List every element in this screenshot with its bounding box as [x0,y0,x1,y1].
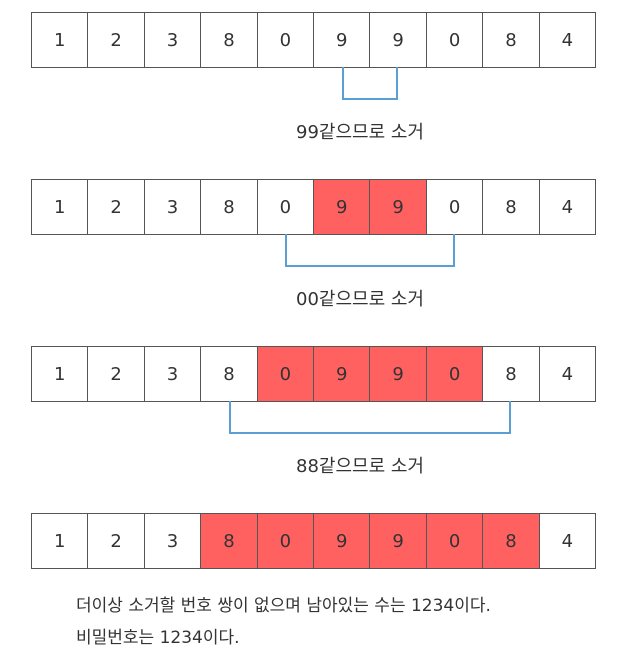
digit-cell: 0 [426,514,484,568]
pair-bracket [285,234,455,267]
digit-cell: 9 [370,347,427,401]
digit-cell: 0 [427,13,484,67]
step-caption: 99같으므로 소거 [296,122,424,143]
conclusion-line-1: 더이상 소거할 번호 쌍이 없으며 남아있는 수는 1234이다. [76,596,491,616]
digit-cell: 9 [370,514,427,568]
digit-cell: 1 [32,347,89,401]
digit-cell: 4 [540,180,597,234]
digit-cell: 0 [257,347,315,401]
digit-cell: 8 [483,514,540,568]
conclusion-line-2: 비밀번호는 1234이다. [76,628,240,648]
digit-cell: 2 [88,13,145,67]
digit-cell: 2 [88,180,145,234]
digit-cell: 0 [427,180,484,234]
pair-bracket [228,401,512,434]
pair-bracket [341,67,399,100]
digit-cell: 1 [32,514,89,568]
digit-cell: 9 [370,13,427,67]
digit-cell: 8 [483,347,540,401]
digit-cell: 8 [483,13,540,67]
digit-cell: 3 [145,347,202,401]
digit-cell: 4 [540,13,597,67]
digit-cell: 9 [314,180,371,234]
digit-cell: 9 [314,13,371,67]
step-caption: 00같으므로 소거 [296,289,424,310]
conclusion-text: 더이상 소거할 번호 쌍이 없으며 남아있는 수는 1234이다. 비밀번호는 … [76,590,491,654]
digit-cell: 1 [32,13,89,67]
digit-cell: 2 [88,514,145,568]
digit-cell: 0 [257,514,315,568]
digit-cell: 8 [201,180,258,234]
digit-cell: 0 [426,347,484,401]
digit-cell: 0 [258,13,315,67]
digit-cell: 4 [540,514,597,568]
digit-cell: 3 [145,13,202,67]
digit-cell: 0 [258,180,315,234]
digit-cell: 9 [314,347,371,401]
digit-cell: 3 [145,514,202,568]
step-caption: 88같으므로 소거 [296,456,424,477]
digit-cell: 2 [88,347,145,401]
digit-cell: 4 [540,347,597,401]
digit-cell: 8 [201,13,258,67]
digit-cell: 8 [483,180,540,234]
digit-cell: 3 [145,180,202,234]
digit-cell: 9 [314,514,371,568]
digit-cell: 8 [201,347,258,401]
digit-cell: 1 [32,180,89,234]
digit-cell: 9 [370,180,427,234]
digit-cell: 8 [201,514,258,568]
